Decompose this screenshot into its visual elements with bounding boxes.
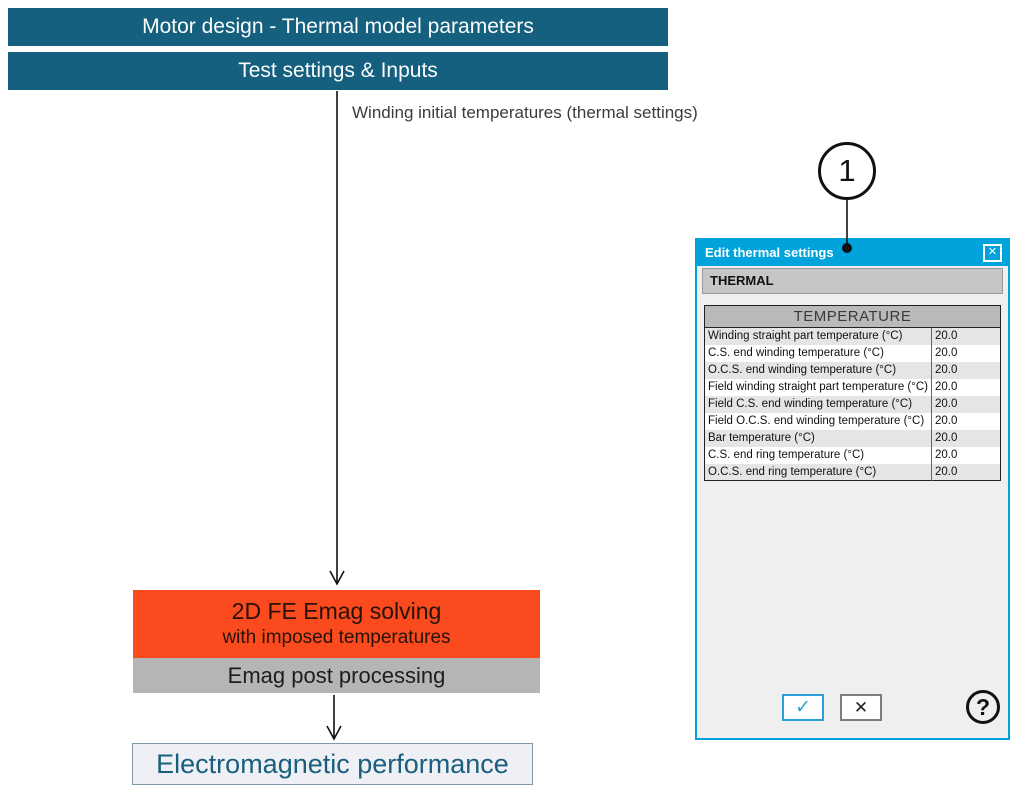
banner-subtitle: Test settings & Inputs (8, 52, 668, 90)
close-icon[interactable]: ✕ (983, 244, 1002, 262)
param-label: Field C.S. end winding temperature (°C) (708, 398, 913, 410)
annotation-circle-1: 1 (818, 142, 876, 200)
cancel-button[interactable]: ✕ (840, 694, 882, 721)
param-label: Field winding straight part temperature … (708, 381, 928, 393)
ok-button[interactable]: ✓ (782, 694, 824, 721)
param-value-field[interactable]: 20.0 (931, 361, 1001, 379)
table-row: Field winding straight part temperature … (705, 378, 1001, 396)
param-label: Bar temperature (°C) (708, 432, 815, 444)
flow-box-post-processing: Emag post processing (133, 658, 540, 693)
table-row: O.C.S. end ring temperature (°C) 20.0 (704, 463, 1001, 481)
temperature-table-body: Winding straight part temperature (°C) 2… (704, 327, 1001, 481)
param-label: O.C.S. end ring temperature (°C) (708, 465, 877, 478)
param-value-field[interactable]: 20.0 (931, 395, 1001, 413)
param-label: C.S. end ring temperature (°C) (708, 449, 865, 461)
param-label: Winding straight part temperature (°C) (708, 330, 903, 343)
param-value-field[interactable]: 20.0 (931, 463, 1001, 481)
flow-arrow-short-head (326, 725, 342, 741)
param-value-field[interactable]: 20.0 (931, 344, 1001, 362)
table-row: C.S. end ring temperature (°C) 20.0 (705, 446, 1001, 464)
banner-main-title: Motor design - Thermal model parameters (8, 8, 668, 46)
flow-box-result: Electromagnetic performance (132, 743, 533, 785)
param-label: Field O.C.S. end winding temperature (°C… (708, 415, 925, 427)
table-row: Bar temperature (°C) 20.0 (704, 429, 1001, 447)
edit-thermal-settings-dialog: Edit thermal settings ✕ THERMAL TEMPERAT… (695, 238, 1010, 740)
arrow-label: Winding initial temperatures (thermal se… (352, 103, 698, 122)
param-value-field[interactable]: 20.0 (931, 412, 1001, 430)
table-header-temperature: TEMPERATURE (704, 305, 1001, 328)
temperature-table: TEMPERATURE Winding straight part temper… (704, 305, 1001, 481)
param-value-field[interactable]: 20.0 (931, 378, 1001, 396)
flow-arrow-long-head (329, 570, 345, 586)
flow-box-emag-solving-line2: with imposed temperatures (222, 627, 451, 648)
flow-box-emag-solving: 2D FE Emag solving with imposed temperat… (133, 590, 540, 658)
table-row: O.C.S. end winding temperature (°C) 20.0 (704, 361, 1001, 379)
param-value-field[interactable]: 20.0 (931, 327, 1001, 345)
table-row: C.S. end winding temperature (°C) 20.0 (705, 344, 1001, 362)
dialog-titlebar[interactable]: Edit thermal settings (697, 240, 1008, 266)
param-label: O.C.S. end winding temperature (°C) (708, 364, 897, 376)
section-header-thermal: THERMAL (702, 268, 1003, 294)
param-value-field[interactable]: 20.0 (931, 429, 1001, 447)
dialog-title: Edit thermal settings (705, 245, 834, 260)
help-button[interactable]: ? (966, 690, 1000, 724)
table-row: Field O.C.S. end winding temperature (°C… (705, 412, 1001, 430)
param-value-field[interactable]: 20.0 (931, 446, 1001, 464)
param-label: C.S. end winding temperature (°C) (708, 347, 884, 359)
flow-box-emag-solving-line1: 2D FE Emag solving (231, 598, 442, 624)
table-row: Winding straight part temperature (°C) 2… (704, 327, 1001, 345)
table-row: Field C.S. end winding temperature (°C) … (704, 395, 1001, 413)
